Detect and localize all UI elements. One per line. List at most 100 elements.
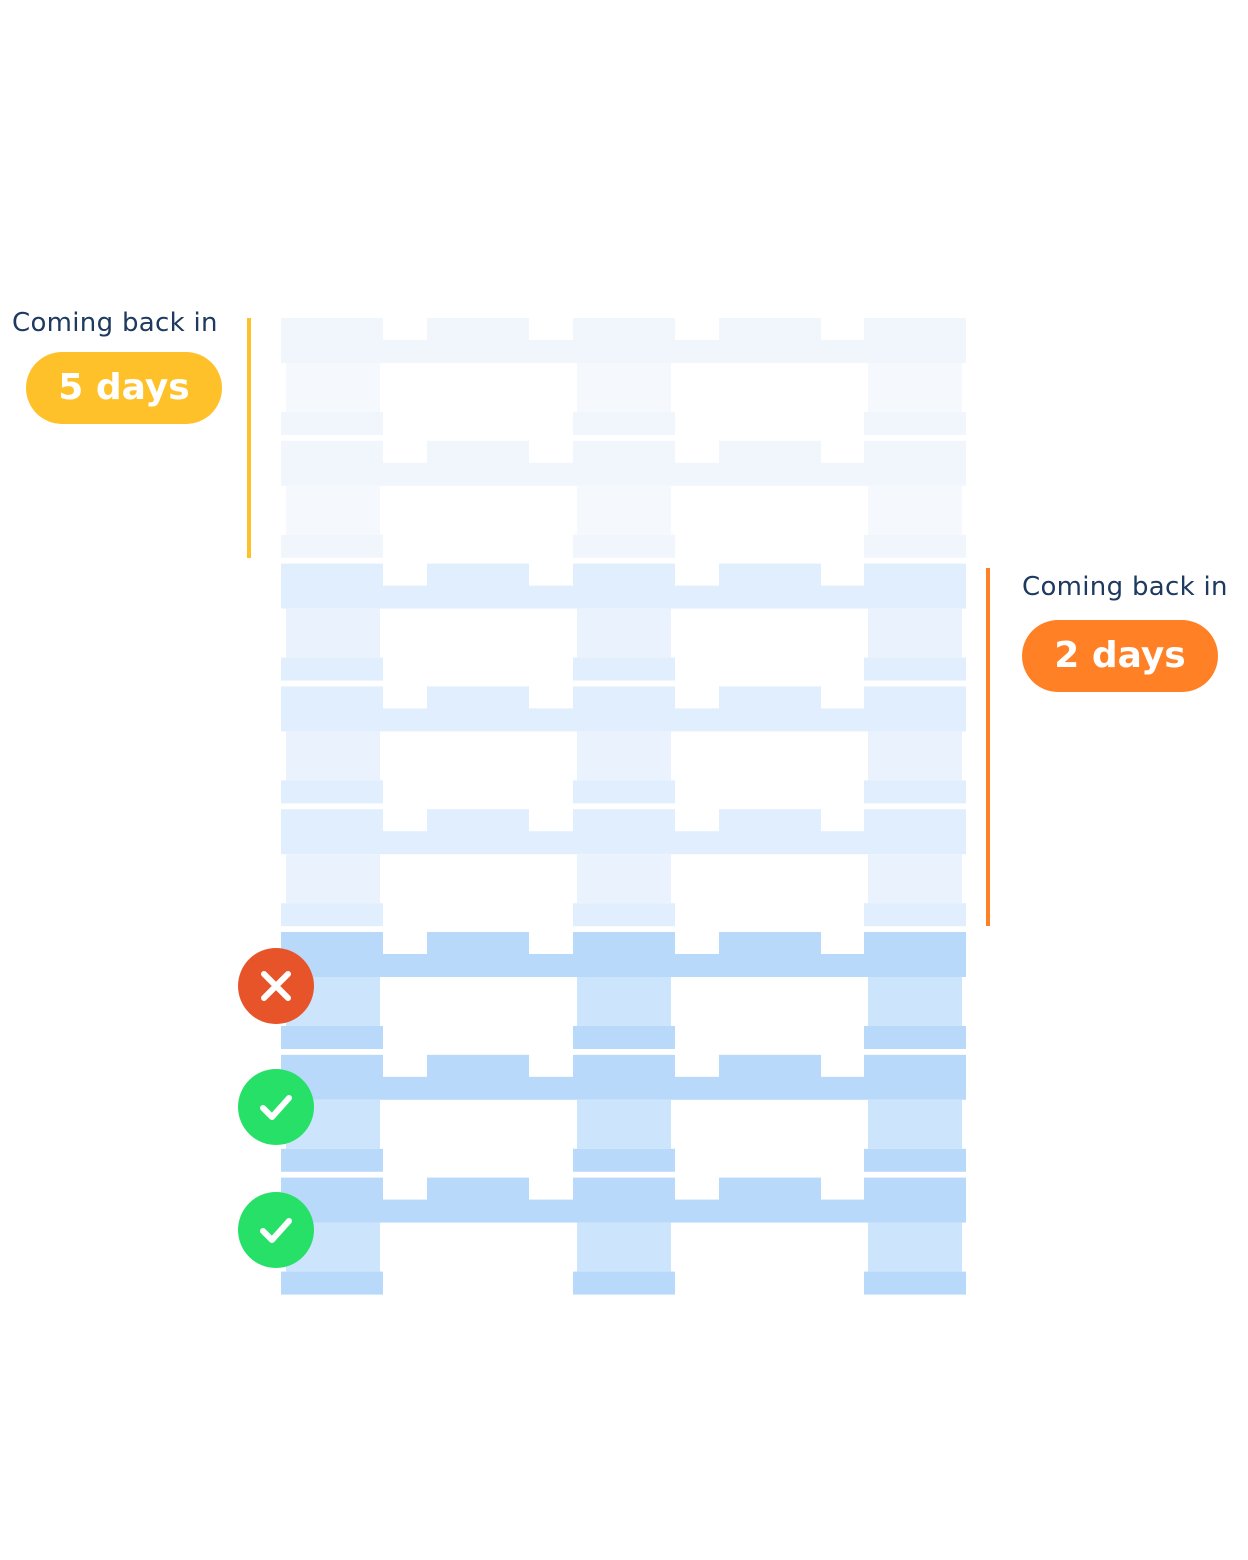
- pallet-block: [868, 731, 962, 781]
- pallet-bottom-board: [864, 1271, 966, 1295]
- pallet-bottom-board: [281, 657, 383, 681]
- pallet-top-board: [427, 563, 529, 588]
- pallet-top-board: [427, 809, 529, 834]
- pallet-bottom-board: [864, 780, 966, 804]
- pallet: [281, 1054, 966, 1172]
- pallet-top-board: [864, 686, 966, 711]
- pallet-block: [286, 363, 380, 412]
- pallet-stringer: [281, 954, 966, 977]
- pallet-top-board: [281, 1054, 383, 1079]
- pallet-top-board: [864, 809, 966, 834]
- pallet-top-board: [864, 1177, 966, 1202]
- pallet-bottom-board: [281, 412, 383, 435]
- pallet-top-board: [573, 932, 675, 956]
- pallet-block: [286, 485, 380, 535]
- pallet: [281, 440, 966, 558]
- callout-5-days-label: Coming back in: [12, 308, 218, 338]
- pallet-block: [577, 363, 671, 412]
- callout-2-days-label: Coming back in: [1022, 572, 1228, 602]
- pallet-bottom-board: [281, 1026, 383, 1049]
- pallet-bottom-board: [573, 1271, 675, 1295]
- pallet: [281, 318, 966, 435]
- pallet-bottom-board: [573, 1148, 675, 1172]
- check-icon: [260, 1218, 292, 1243]
- pallet-block: [577, 608, 671, 658]
- pallet-block: [577, 977, 671, 1026]
- pallet-bottom-board: [864, 903, 966, 927]
- pallet-top-board: [573, 809, 675, 834]
- pallet-top-board: [573, 1177, 675, 1202]
- pallet-block: [286, 731, 380, 781]
- pallet-top-board: [573, 440, 675, 465]
- pallet-stringer: [281, 1199, 966, 1223]
- pallet-top-board: [864, 1054, 966, 1079]
- pallet-bottom-board: [573, 657, 675, 681]
- pallet-top-board: [281, 563, 383, 588]
- pallet-bottom-board: [281, 903, 383, 927]
- pallet-bottom-board: [864, 657, 966, 681]
- pallet-top-board: [427, 686, 529, 711]
- pallet-top-board: [864, 318, 966, 342]
- pallet-block: [577, 485, 671, 535]
- pallet-bottom-board: [864, 534, 966, 558]
- pallet-top-board: [719, 1054, 821, 1079]
- pallet-block: [286, 608, 380, 658]
- pallet-block: [577, 854, 671, 904]
- pallet-top-board: [427, 318, 529, 342]
- pallet-bottom-board: [573, 1026, 675, 1049]
- pallet-top-board: [427, 1177, 529, 1202]
- pallet: [281, 1177, 966, 1295]
- pallet-stringer: [281, 708, 966, 732]
- pallet-top-board: [719, 440, 821, 465]
- pallet-top-board: [281, 809, 383, 834]
- pallet-bottom-board: [573, 534, 675, 558]
- pallet-top-board: [573, 318, 675, 342]
- callout-2-days-pill: 2 days: [1022, 620, 1218, 692]
- pallet-top-board: [573, 1054, 675, 1079]
- x-icon: [261, 971, 291, 1001]
- pallet-top-board: [281, 440, 383, 465]
- pallet-stringer: [281, 831, 966, 855]
- pallet-stringer: [281, 1076, 966, 1100]
- pallet-top-board: [427, 440, 529, 465]
- pallet-bottom-board: [864, 412, 966, 435]
- pallet-top-board: [281, 932, 383, 956]
- pallet-block: [868, 977, 962, 1026]
- pallet-block: [868, 485, 962, 535]
- callout-5-days-range-bar: [247, 318, 251, 558]
- pallet-top-board: [864, 932, 966, 956]
- pallet-bottom-board: [573, 903, 675, 927]
- pallet-top-board: [427, 1054, 529, 1079]
- pallet-block: [868, 608, 962, 658]
- pallet-bottom-board: [864, 1026, 966, 1049]
- pallet-top-board: [719, 686, 821, 711]
- pallet-top-board: [719, 563, 821, 588]
- check-icon: [260, 1095, 292, 1120]
- callout-2-days-range-bar: [986, 568, 990, 926]
- pallet-top-board: [864, 440, 966, 465]
- pallet-block: [868, 363, 962, 412]
- pallet-block: [286, 854, 380, 904]
- pallet-stringer: [281, 340, 966, 363]
- pallet-top-board: [864, 563, 966, 588]
- pallet-top-board: [427, 932, 529, 956]
- pallet-top-board: [281, 1177, 383, 1202]
- pallet-bottom-board: [281, 1271, 383, 1295]
- pallet-bottom-board: [573, 780, 675, 804]
- pallet-bottom-board: [281, 534, 383, 558]
- pallet-top-board: [281, 686, 383, 711]
- callout-5-days-pill: 5 days: [26, 352, 222, 424]
- pallet-top-board: [719, 809, 821, 834]
- pallet-top-board: [573, 563, 675, 588]
- pallet: [281, 686, 966, 804]
- pallet-top-board: [719, 318, 821, 342]
- pallet-bottom-board: [281, 1148, 383, 1172]
- pallet-block: [868, 854, 962, 904]
- pallet-bottom-board: [864, 1148, 966, 1172]
- pallet-top-board: [719, 932, 821, 956]
- pallet-bottom-board: [573, 412, 675, 435]
- pallet-stringer: [281, 462, 966, 486]
- status-rejected-marker: [238, 948, 314, 1024]
- status-ok-marker: [238, 1192, 314, 1268]
